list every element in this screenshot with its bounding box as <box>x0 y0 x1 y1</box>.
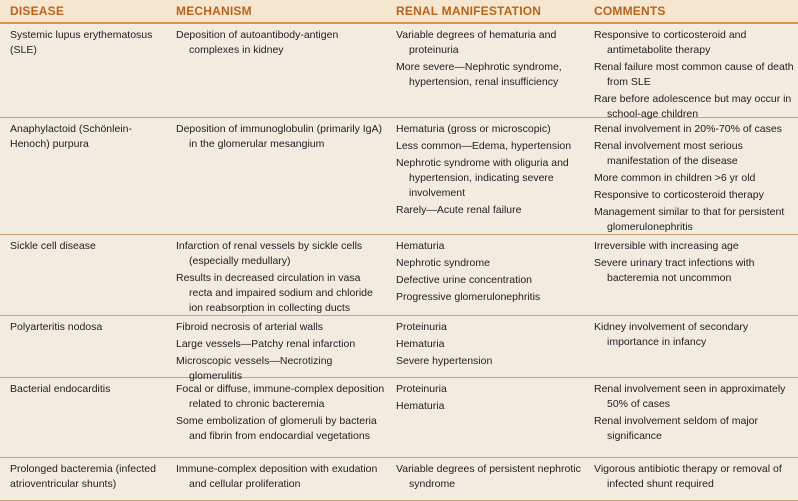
renal-manifestation-cell: Variable degrees of hematuria and protei… <box>396 28 586 92</box>
cell-text: Hematuria <box>396 400 445 412</box>
disease-cell: Prolonged bacteremia (infected atriovent… <box>10 462 166 494</box>
cell-text: Renal involvement seldom of major signif… <box>594 415 758 442</box>
comments-cell: Vigorous antibiotic therapy or removal o… <box>594 462 794 494</box>
disease-cell: Polyarteritis nodosa <box>10 320 166 337</box>
cell-text: Microscopic vessels—Necrotizing glomerul… <box>176 355 333 382</box>
cell-text: Immune-complex deposition with exudation… <box>176 463 378 490</box>
cell-text: Severe hypertension <box>396 355 493 367</box>
disease-cell: Bacterial endocarditis <box>10 382 166 399</box>
cell-text: Proteinuria <box>396 321 447 333</box>
cell-text: Deposition of immunoglobulin (primarily … <box>176 123 383 150</box>
header-disease: DISEASE <box>10 4 65 18</box>
cell-text: Responsive to corticosteroid and antimet… <box>594 29 747 56</box>
mechanism-cell: Focal or diffuse, immune-complex deposit… <box>176 382 386 446</box>
cell-text: Proteinuria <box>396 383 447 395</box>
cell-text: More severe—Nephrotic syndrome, hyperten… <box>396 61 562 88</box>
cell-text: Sickle cell disease <box>10 240 96 252</box>
cell-text: Some embolization of glomeruli by bacter… <box>176 415 377 442</box>
mechanism-cell: Immune-complex deposition with exudation… <box>176 462 386 494</box>
cell-text: Variable degrees of hematuria and protei… <box>396 29 557 56</box>
header-renal-manifestation: RENAL MANIFESTATION <box>396 4 542 18</box>
cell-text: Deposition of autoantibody-antigen compl… <box>176 29 339 56</box>
table-row: Bacterial endocarditis Focal or diffuse, … <box>0 378 798 458</box>
cell-text: Progressive glomerulonephritis <box>396 291 541 303</box>
table-row: Sickle cell disease Infarction of renal v… <box>0 235 798 316</box>
cell-text: Severe urinary tract infections with bac… <box>594 257 755 284</box>
header-mechanism: MECHANISM <box>176 4 252 18</box>
cell-text: Hematuria <box>396 338 445 350</box>
cell-text: Prolonged bacteremia (infected atriovent… <box>10 463 156 490</box>
cell-text: Renal involvement in 20%-70% of cases <box>594 123 782 135</box>
cell-text: Less common—Edema, hypertension <box>396 140 572 152</box>
cell-text: Bacterial endocarditis <box>10 383 111 395</box>
cell-text: Results in decreased circulation in vasa… <box>176 272 373 314</box>
mechanism-cell: Deposition of autoantibody-antigen compl… <box>176 28 386 60</box>
cell-text: Variable degrees of persistent nephrotic… <box>396 463 581 490</box>
renal-manifestation-cell: Hematuria (gross or microscopic) Less com… <box>396 122 586 220</box>
comments-cell: Responsive to corticosteroid and antimet… <box>594 28 794 124</box>
cell-text: Hematuria <box>396 240 445 252</box>
cell-text: Large vessels—Patchy renal infarction <box>176 338 356 350</box>
cell-text: Nephrotic syndrome <box>396 257 490 269</box>
mechanism-cell: Infarction of renal vessels by sickle ce… <box>176 239 386 318</box>
cell-text: Defective urine concentration <box>396 274 532 286</box>
renal-manifestation-cell: Variable degrees of persistent nephrotic… <box>396 462 586 494</box>
cell-text: Irreversible with increasing age <box>594 240 739 252</box>
cell-text: More common in children >6 yr old <box>594 172 756 184</box>
cell-text: Responsive to corticosteroid therapy <box>594 189 764 201</box>
cell-text: Renal involvement seen in approximately … <box>594 383 786 410</box>
comments-cell: Kidney involvement of secondary importan… <box>594 320 794 352</box>
disease-cell: Systemic lupus erythematosus (SLE) <box>10 28 166 60</box>
table-row: Prolonged bacteremia (infected atriovent… <box>0 458 798 501</box>
cell-text: Management similar to that for persisten… <box>594 206 785 233</box>
cell-text: Renal involvement most serious manifesta… <box>594 140 743 167</box>
table-header: DISEASE MECHANISM RENAL MANIFESTATION CO… <box>0 0 798 24</box>
cell-text: Rare before adolescence but may occur in… <box>594 93 792 120</box>
mechanism-cell: Deposition of immunoglobulin (primarily … <box>176 122 386 154</box>
cell-text: Vigorous antibiotic therapy or removal o… <box>594 463 782 490</box>
cell-text: Infarction of renal vessels by sickle ce… <box>176 240 363 267</box>
comments-cell: Renal involvement seen in approximately … <box>594 382 794 446</box>
cell-text: Nephrotic syndrome with oliguria and hyp… <box>396 157 569 199</box>
header-comments: COMMENTS <box>594 4 666 18</box>
cell-text: Systemic lupus erythematosus (SLE) <box>10 29 153 56</box>
cell-text: Focal or diffuse, immune-complex deposit… <box>176 383 385 410</box>
disease-cell: Anaphylactoid (Schönlein-Henoch) purpura <box>10 122 166 154</box>
table-row: Systemic lupus erythematosus (SLE) Deposi… <box>0 24 798 120</box>
table-row: Anaphylactoid (Schönlein-Henoch) purpura… <box>0 118 798 235</box>
cell-text: Renal failure most common cause of death… <box>594 61 794 88</box>
cell-text: Hematuria (gross or microscopic) <box>396 123 551 135</box>
cell-text: Fibroid necrosis of arterial walls <box>176 321 324 333</box>
cell-text: Rarely—Acute renal failure <box>396 204 522 216</box>
disease-cell: Sickle cell disease <box>10 239 166 256</box>
table-row: Polyarteritis nodosa Fibroid necrosis of … <box>0 316 798 382</box>
cell-text: Kidney involvement of secondary importan… <box>594 321 749 348</box>
cell-text: Anaphylactoid (Schönlein-Henoch) purpura <box>10 123 132 150</box>
cell-text: Polyarteritis nodosa <box>10 321 103 333</box>
